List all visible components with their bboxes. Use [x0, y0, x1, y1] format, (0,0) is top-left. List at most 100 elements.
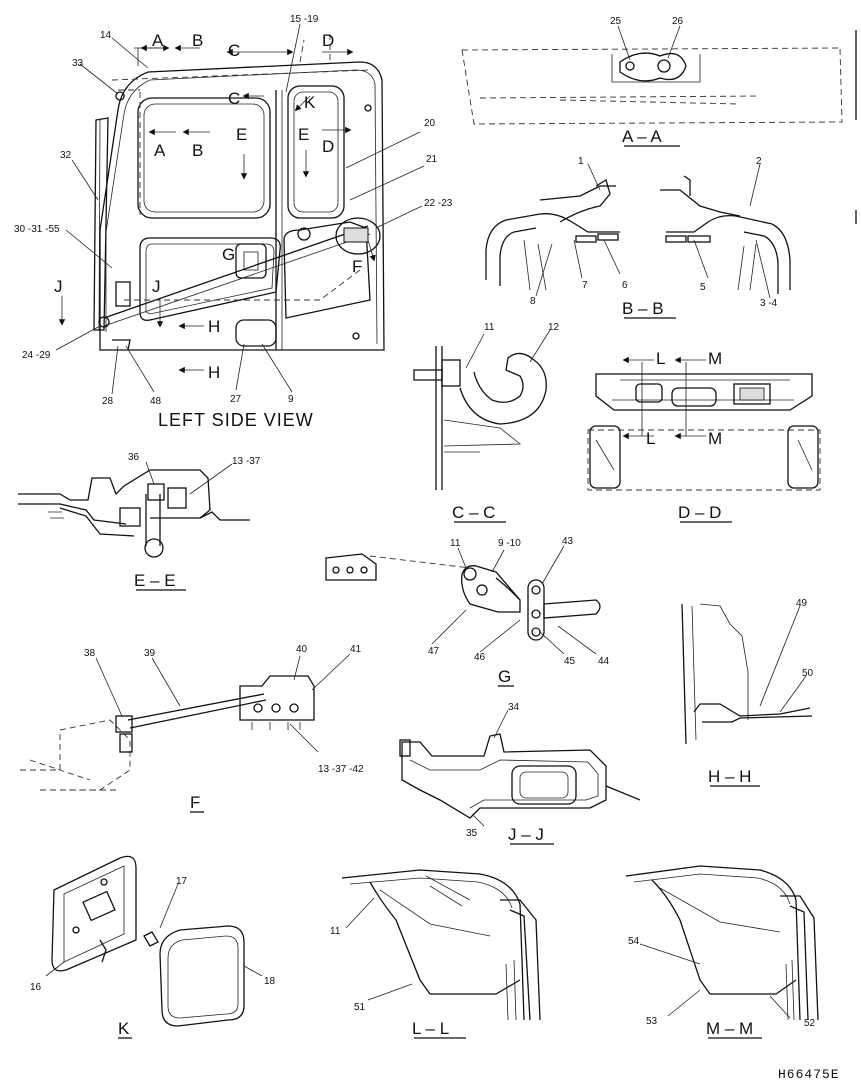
- k-lamp-lens: [159, 925, 245, 1027]
- callout-6: 6: [622, 280, 628, 291]
- f-rod: [127, 693, 267, 729]
- cut-label-d: D: [322, 31, 334, 50]
- jj-handle-pocket: [511, 765, 577, 805]
- callout-45: 45: [564, 656, 576, 667]
- section-title-g: G: [498, 667, 511, 686]
- callout-41: 41: [350, 644, 362, 655]
- callout-38: 38: [84, 648, 96, 659]
- door-lock-area: [335, 217, 381, 255]
- cut-label-b: B: [192, 31, 203, 50]
- dd-upper-beam: [595, 373, 813, 411]
- callout-50: 50: [802, 668, 814, 679]
- mm-outer: [625, 865, 801, 1021]
- section-cc: 11 12 C – C: [413, 322, 560, 523]
- section-bb: 1 2 3 -4 5 6 7 8 B – B: [485, 156, 791, 319]
- cut-label-l2: L: [646, 429, 655, 448]
- cut-label-m2: M: [708, 429, 722, 448]
- callout-32: 32: [60, 150, 72, 161]
- callout-3-4: 3 -4: [760, 298, 778, 309]
- cc-striker-hook: [459, 352, 547, 425]
- cut-label-a2: A: [154, 141, 166, 160]
- leader-lines: [55, 23, 425, 395]
- section-title-f: F: [190, 793, 200, 812]
- section-aa: 25 26 A – A: [461, 16, 843, 147]
- callout-36: 36: [128, 452, 140, 463]
- bb-left-frame: [485, 213, 620, 280]
- section-jj: 34 35 J – J: [399, 702, 641, 845]
- section-title-dd: D – D: [678, 503, 721, 522]
- callout-44: 44: [598, 656, 610, 667]
- section-title-ee: E – E: [134, 571, 176, 590]
- left-side-view-labels: A B C D C K A B E E D G F J J H H 14 33 …: [14, 14, 453, 430]
- ll-outer: [341, 869, 525, 1021]
- callout-20: 20: [424, 118, 436, 129]
- cut-label-h: H: [208, 317, 220, 336]
- cut-label-k: K: [304, 93, 316, 112]
- g-handle: [543, 599, 601, 619]
- lower-window: [139, 237, 281, 321]
- callout-21: 21: [426, 154, 438, 165]
- section-title-hh: H – H: [708, 767, 751, 786]
- callout-11: 11: [484, 322, 495, 333]
- section-f: 38 39 40 41 13 -37 -42 F: [20, 644, 364, 813]
- cut-label-e2: E: [298, 125, 309, 144]
- callout-12: 12: [548, 322, 560, 333]
- callout-8: 8: [530, 296, 536, 307]
- callout-16: 16: [30, 982, 42, 993]
- callout-14: 14: [100, 30, 112, 41]
- cut-label-l: L: [656, 349, 665, 368]
- callout-22-23: 22 -23: [424, 198, 453, 209]
- cut-label-f: F: [352, 257, 362, 276]
- callout-13-37: 13 -37: [232, 456, 261, 467]
- cut-label-j: J: [54, 277, 63, 296]
- cut-label-e: E: [236, 125, 247, 144]
- door-lower-panel: [283, 221, 371, 319]
- section-title-k: K: [118, 1019, 130, 1038]
- callout-9-10: 9 -10: [498, 538, 521, 549]
- section-title-bb: B – B: [622, 299, 664, 318]
- section-title-mm: M – M: [706, 1019, 753, 1038]
- cab-outline: [99, 61, 385, 351]
- callout-2: 2: [756, 156, 762, 167]
- cut-label-h2: H: [208, 363, 220, 382]
- f-lock-unit: [239, 675, 315, 721]
- callout-49: 49: [796, 598, 808, 609]
- callout-11-l: 11: [330, 926, 341, 937]
- callout-51: 51: [354, 1002, 366, 1013]
- callout-11-g: 11: [450, 538, 461, 549]
- section-mm: 54 53 52 M – M: [625, 865, 819, 1039]
- callout-7: 7: [582, 280, 588, 291]
- callout-33: 33: [72, 58, 84, 69]
- aa-bracket: [619, 52, 687, 82]
- k-bulb: [143, 931, 159, 947]
- ee-frame: [18, 469, 211, 519]
- cut-label-a: A: [152, 31, 164, 50]
- rear-pillar: [93, 117, 109, 331]
- section-hh: 49 50 H – H: [681, 598, 814, 787]
- section-title-ll: L – L: [412, 1019, 449, 1038]
- cut-label-m: M: [708, 349, 722, 368]
- section-title-cc: C – C: [452, 503, 495, 522]
- section-title-jj: J – J: [508, 825, 544, 844]
- callout-25: 25: [610, 16, 622, 27]
- callout-24-29: 24 -29: [22, 350, 51, 361]
- callout-53: 53: [646, 1016, 658, 1027]
- left-side-view: [55, 23, 425, 395]
- callout-52: 52: [804, 1018, 816, 1029]
- section-g: 11 9 -10 43 47 46 45 44 G: [325, 536, 610, 687]
- section-dd: L M L M D – D: [587, 349, 821, 523]
- section-ee: 36 13 -37 E – E: [18, 452, 261, 591]
- callout-15-19: 15 -19: [290, 14, 319, 25]
- front-upper-window: [137, 97, 271, 219]
- section-title-aa: A – A: [622, 127, 662, 146]
- bb-right-frame: [666, 214, 791, 290]
- callout-26: 26: [672, 16, 684, 27]
- callout-48: 48: [150, 396, 162, 407]
- callout-30-31-55: 30 -31 -55: [14, 224, 60, 235]
- callout-5: 5: [700, 282, 706, 293]
- door-upper-window: [287, 85, 345, 219]
- cut-label-g: G: [222, 245, 235, 264]
- callout-27: 27: [230, 394, 242, 405]
- g-lock-block: [325, 553, 377, 581]
- section-k: 16 17 18 K: [30, 855, 276, 1039]
